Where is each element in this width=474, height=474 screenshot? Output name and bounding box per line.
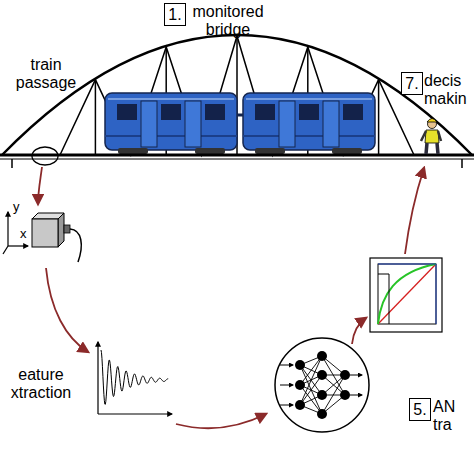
truss-members <box>60 36 414 155</box>
roc-chart <box>370 258 442 332</box>
train-door <box>185 101 201 147</box>
neuron <box>295 360 305 370</box>
train-door <box>141 101 157 147</box>
stage-label: train passage <box>8 56 84 93</box>
train-door <box>323 101 339 147</box>
callout-number: 7. <box>405 75 418 93</box>
neuron <box>340 370 350 380</box>
axis-label: x <box>20 227 30 242</box>
train <box>105 93 375 154</box>
train-window <box>205 104 225 120</box>
stage-label: monitored bridge <box>186 3 270 40</box>
arch <box>2 35 472 155</box>
truss-vertical <box>378 80 380 155</box>
neuron <box>295 380 305 390</box>
train-window <box>299 104 319 120</box>
bridge-deck-edge <box>0 159 474 160</box>
neuron <box>317 409 327 419</box>
train-window <box>343 104 363 120</box>
neuron <box>317 351 327 361</box>
stage-label: decis makin <box>424 72 472 109</box>
train-window <box>255 104 275 120</box>
truss-vertical <box>95 80 97 155</box>
accelerometer-icon <box>3 212 81 262</box>
callout-box: 1. <box>164 3 186 26</box>
train-door <box>279 101 295 147</box>
bridge-deck <box>0 154 474 157</box>
callout-box: 7. <box>401 72 423 95</box>
axis-label: y <box>13 200 25 215</box>
train-window <box>161 104 181 120</box>
neural-network-icon <box>275 338 369 432</box>
callout-box: 5. <box>409 398 431 421</box>
neuron <box>317 390 327 400</box>
callout-number: 1. <box>168 6 181 24</box>
inspector-figure <box>421 119 441 155</box>
neuron <box>317 370 327 380</box>
signal-plot <box>98 342 172 414</box>
train-window <box>117 104 137 120</box>
neuron <box>340 390 350 400</box>
stage-label: eature xtraction <box>3 366 79 403</box>
sensor-location <box>32 147 58 165</box>
stage-label: AN tra <box>433 398 471 435</box>
callout-number: 5. <box>413 401 426 419</box>
neuron <box>295 400 305 410</box>
truss <box>60 36 414 155</box>
